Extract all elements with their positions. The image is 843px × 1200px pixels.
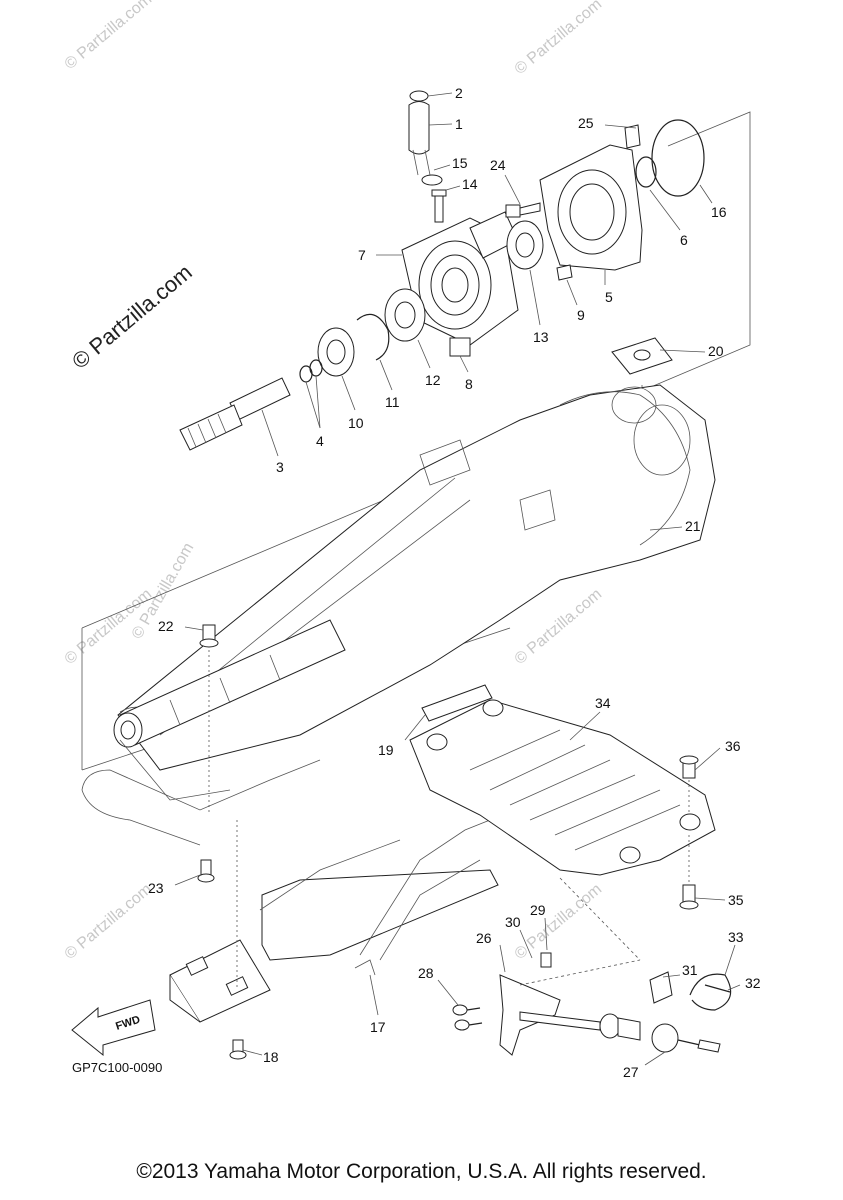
lower-left-parts	[71, 819, 499, 1060]
callout-9: 9	[577, 307, 585, 323]
callout-29: 29	[530, 902, 546, 918]
watermark-faint-1: © Partzilla.com	[62, 0, 156, 73]
callout-11: 11	[385, 394, 400, 410]
hull-body	[81, 384, 716, 846]
leader-lines	[174, 92, 741, 1066]
lower-right-parts	[452, 952, 732, 1056]
callout-21: 21	[685, 518, 701, 534]
callout-24: 24	[490, 157, 506, 173]
callout-34: 34	[595, 695, 611, 711]
watermark-faint-2: © Partzilla.com	[512, 0, 606, 78]
callout-15: 15	[452, 155, 468, 171]
watermark-main: © Partzilla.com	[67, 259, 197, 373]
callout-35: 35	[728, 892, 744, 908]
callout-labels: 1 2 3 4 5 6 7 8 9 10 11 12 13 14 15 16 1…	[148, 85, 761, 1080]
callout-4: 4	[316, 433, 324, 449]
callout-7: 7	[358, 247, 366, 263]
callout-33: 33	[728, 929, 744, 945]
callout-13: 13	[533, 329, 549, 345]
watermark-faint-6: © Partzilla.com	[512, 881, 606, 963]
callout-25: 25	[578, 115, 594, 131]
callout-16: 16	[711, 204, 727, 220]
watermark-faint-5: © Partzilla.com	[62, 881, 156, 963]
callout-1: 1	[455, 116, 463, 132]
callout-2: 2	[455, 85, 463, 101]
callout-8: 8	[465, 376, 473, 392]
callout-12: 12	[425, 372, 441, 388]
callout-32: 32	[745, 975, 761, 991]
fwd-arrow-icon	[71, 999, 156, 1057]
diagram-code: GP7C100-0090	[72, 1060, 162, 1075]
callout-27: 27	[623, 1064, 639, 1080]
intake-grate	[409, 699, 716, 961]
callout-23: 23	[148, 880, 164, 896]
callout-20: 20	[708, 343, 724, 359]
callout-19: 19	[378, 742, 394, 758]
callout-22: 22	[158, 618, 174, 634]
callout-3: 3	[276, 459, 284, 475]
callout-31: 31	[682, 962, 698, 978]
callout-30: 30	[505, 914, 521, 930]
callout-17: 17	[370, 1019, 386, 1035]
callout-36: 36	[725, 738, 741, 754]
callout-6: 6	[680, 232, 688, 248]
callout-14: 14	[462, 176, 478, 192]
callout-10: 10	[348, 415, 364, 431]
callout-5: 5	[605, 289, 613, 305]
callout-26: 26	[476, 930, 492, 946]
callout-28: 28	[418, 965, 434, 981]
callout-18: 18	[263, 1049, 279, 1065]
copyright-notice: ©2013 Yamaha Motor Corporation, U.S.A. A…	[136, 1160, 707, 1183]
